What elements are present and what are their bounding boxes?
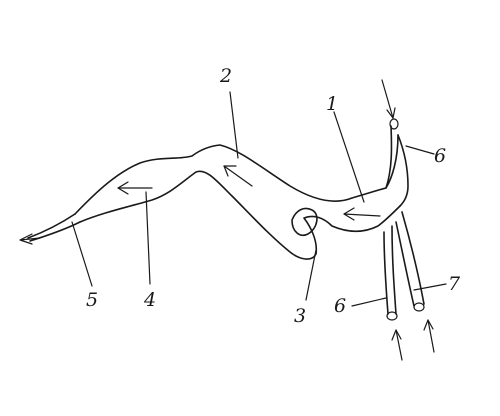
upper-duct-opening: [389, 118, 399, 130]
leader-2: [229, 91, 239, 159]
tail-lower: [29, 221, 81, 242]
incoming-arrow-bottom-6: [391, 329, 403, 361]
incoming-arrow-top: [381, 79, 396, 119]
leader-1: [333, 111, 365, 203]
leader-5: [71, 221, 93, 287]
leader-4: [145, 191, 151, 285]
flow-arrow-main: [343, 207, 381, 221]
label-3: 3: [294, 305, 306, 327]
label-5: 5: [86, 289, 98, 311]
body-outline-upper: [74, 134, 399, 215]
label-6-bottom: 6: [334, 295, 346, 317]
tail-upper: [27, 213, 76, 239]
lower-duct-6-opening: [386, 311, 398, 321]
incoming-arrow-bottom-7: [423, 319, 435, 353]
upper-duct-right: [397, 134, 409, 207]
label-2: 2: [219, 65, 232, 87]
flow-arrow-left: [117, 181, 153, 195]
lower-duct-7-opening: [413, 302, 425, 312]
label-1: 1: [326, 93, 338, 115]
flow-arrow-mid: [223, 165, 253, 187]
leader-6-bottom: [351, 297, 387, 307]
tail-arrowhead: [19, 233, 41, 245]
label-7: 7: [448, 273, 461, 295]
lower-duct-7-right: [401, 211, 425, 305]
lower-duct-7-left: [395, 221, 415, 307]
body-outline-lower: [79, 170, 401, 260]
label-6-top: 6: [434, 145, 446, 167]
leader-7: [413, 283, 447, 291]
lower-duct-6-right: [391, 225, 397, 315]
leader-6-top: [405, 145, 435, 155]
flexure-inner: [291, 207, 318, 236]
leader-3: [305, 249, 317, 301]
lower-duct-6-left: [383, 231, 389, 315]
label-4: 4: [143, 289, 156, 311]
upper-duct-left: [385, 125, 393, 189]
